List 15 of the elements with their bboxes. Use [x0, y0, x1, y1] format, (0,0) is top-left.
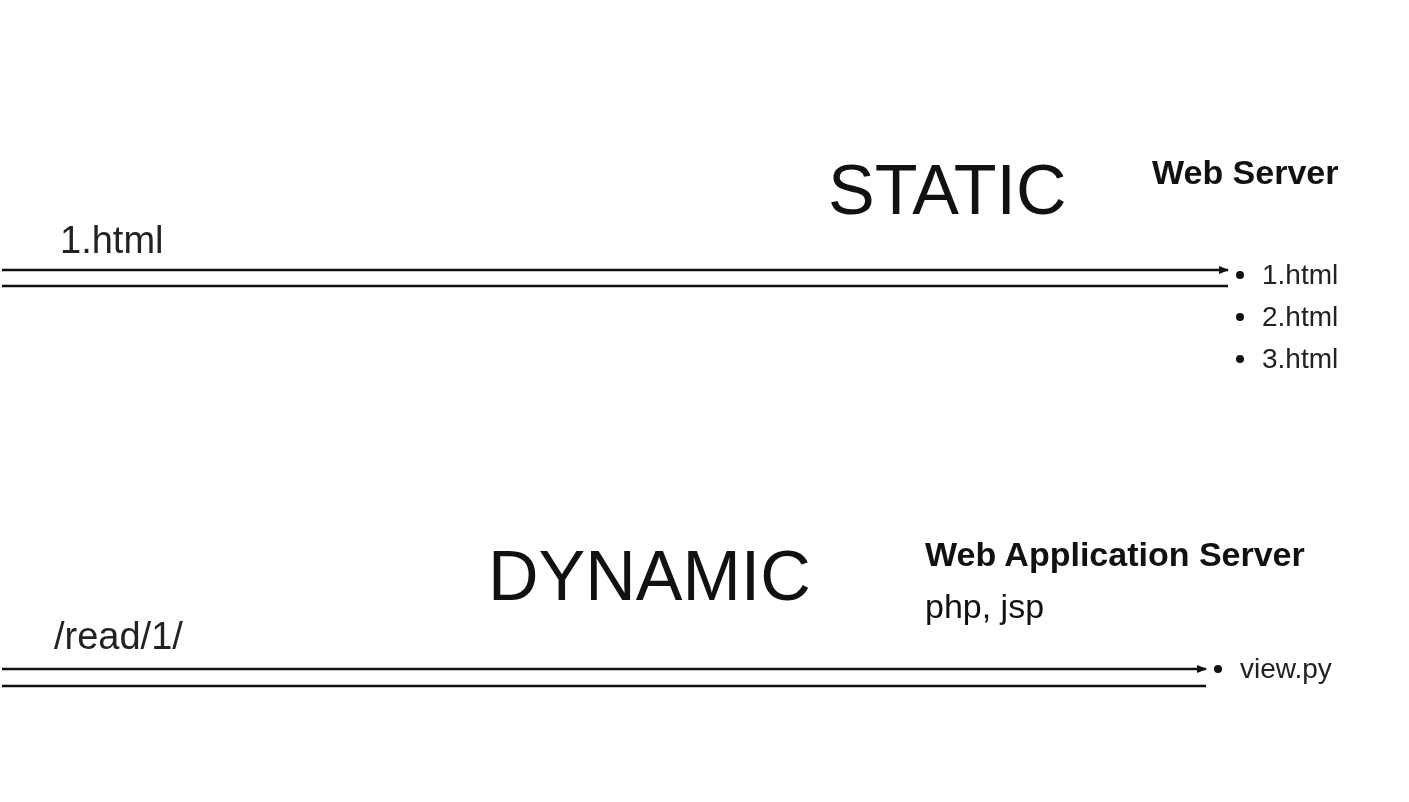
line [2, 684, 1206, 688]
server-type-title: Web Application Server [925, 536, 1305, 574]
section-heading: STATIC [828, 152, 1067, 229]
technology-list: php, jsp [925, 588, 1045, 626]
arrow [2, 665, 1207, 673]
file-list-item: 1.html [1262, 258, 1339, 292]
arrow [2, 266, 1229, 274]
file-list-item: 3.html [1262, 342, 1339, 376]
edge-label: /read/1/ [54, 616, 183, 658]
edge-label: 1.html [60, 220, 164, 262]
line [2, 284, 1228, 288]
file-list-item: view.py [1240, 652, 1332, 686]
server-type-title: Web Server [1152, 154, 1339, 192]
file-list-item: 2.html [1262, 300, 1339, 334]
section-heading: DYNAMIC [488, 538, 811, 615]
